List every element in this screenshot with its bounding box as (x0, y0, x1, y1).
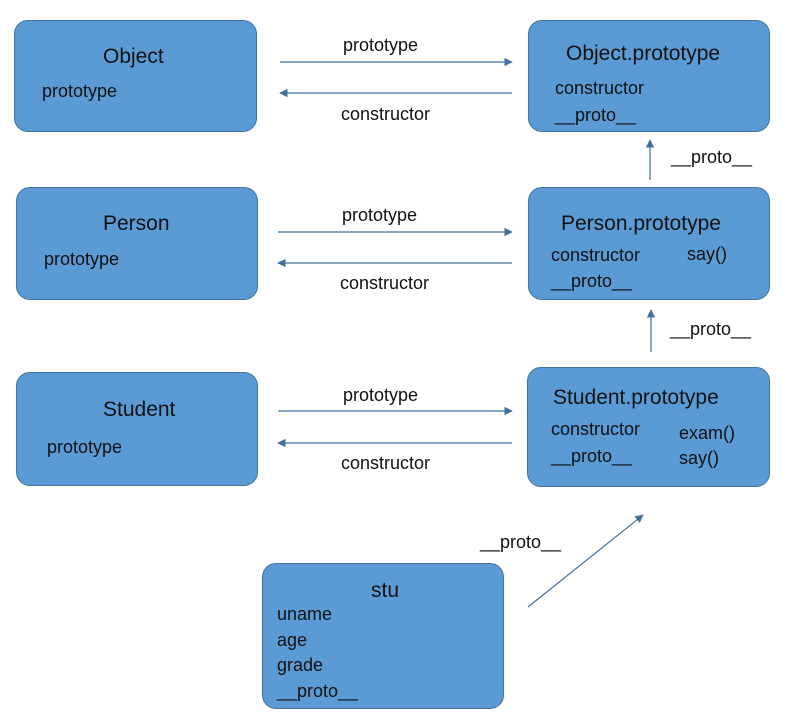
student-prototype-box: Student.prototype constructor __proto__ … (527, 367, 770, 487)
person-title: Person (103, 212, 170, 235)
person-prototype-title: Person.prototype (561, 212, 721, 235)
student-constructor-label: constructor (341, 453, 431, 473)
object-constructor-label: constructor (341, 104, 431, 124)
student-title: Student (103, 398, 176, 421)
object-title: Object (103, 45, 164, 68)
person-prototype-prop-proto: __proto__ (551, 271, 633, 291)
student-prototype-method-exam: exam() (679, 423, 736, 443)
object-prop-prototype: prototype (42, 81, 118, 101)
person-constructor-label: constructor (340, 273, 430, 293)
student-prototype-method-say: say() (679, 448, 719, 468)
stu-prop-proto: __proto__ (277, 681, 359, 701)
stu-title: stu (371, 579, 400, 602)
student-proto-up-label: __proto__ (670, 319, 752, 339)
object-prototype-label: prototype (343, 35, 419, 55)
person-prototype-label: prototype (342, 205, 418, 225)
object-prototype-prop-constructor: constructor (555, 78, 645, 98)
student-prototype-prop-constructor: constructor (551, 419, 641, 439)
stu-prop-age: age (277, 630, 308, 650)
person-prototype-method-say: say() (687, 244, 727, 264)
student-prototype-label: prototype (343, 385, 419, 405)
person-box: Person prototype (16, 187, 258, 300)
stu-prop-uname: uname (277, 604, 333, 624)
student-prop-prototype: prototype (47, 437, 123, 457)
object-prototype-box: Object.prototype constructor __proto__ (528, 20, 770, 132)
student-prototype-title: Student.prototype (553, 386, 719, 409)
object-prototype-prop-proto: __proto__ (555, 105, 637, 125)
person-proto-up-label: __proto__ (671, 147, 753, 167)
person-prop-prototype: prototype (44, 249, 120, 269)
object-box: Object prototype (14, 20, 257, 132)
stu-proto-arrow (527, 514, 644, 608)
person-prototype-box: Person.prototype constructor __proto__ s… (528, 187, 770, 300)
person-prototype-prop-constructor: constructor (551, 245, 641, 265)
stu-box: stu uname age grade __proto__ (262, 563, 504, 709)
student-prototype-prop-proto: __proto__ (551, 446, 633, 466)
stu-prop-grade: grade (277, 655, 324, 675)
stu-proto-label: __proto__ (480, 532, 562, 552)
object-prototype-title: Object.prototype (566, 42, 721, 65)
student-box: Student prototype (16, 372, 258, 486)
